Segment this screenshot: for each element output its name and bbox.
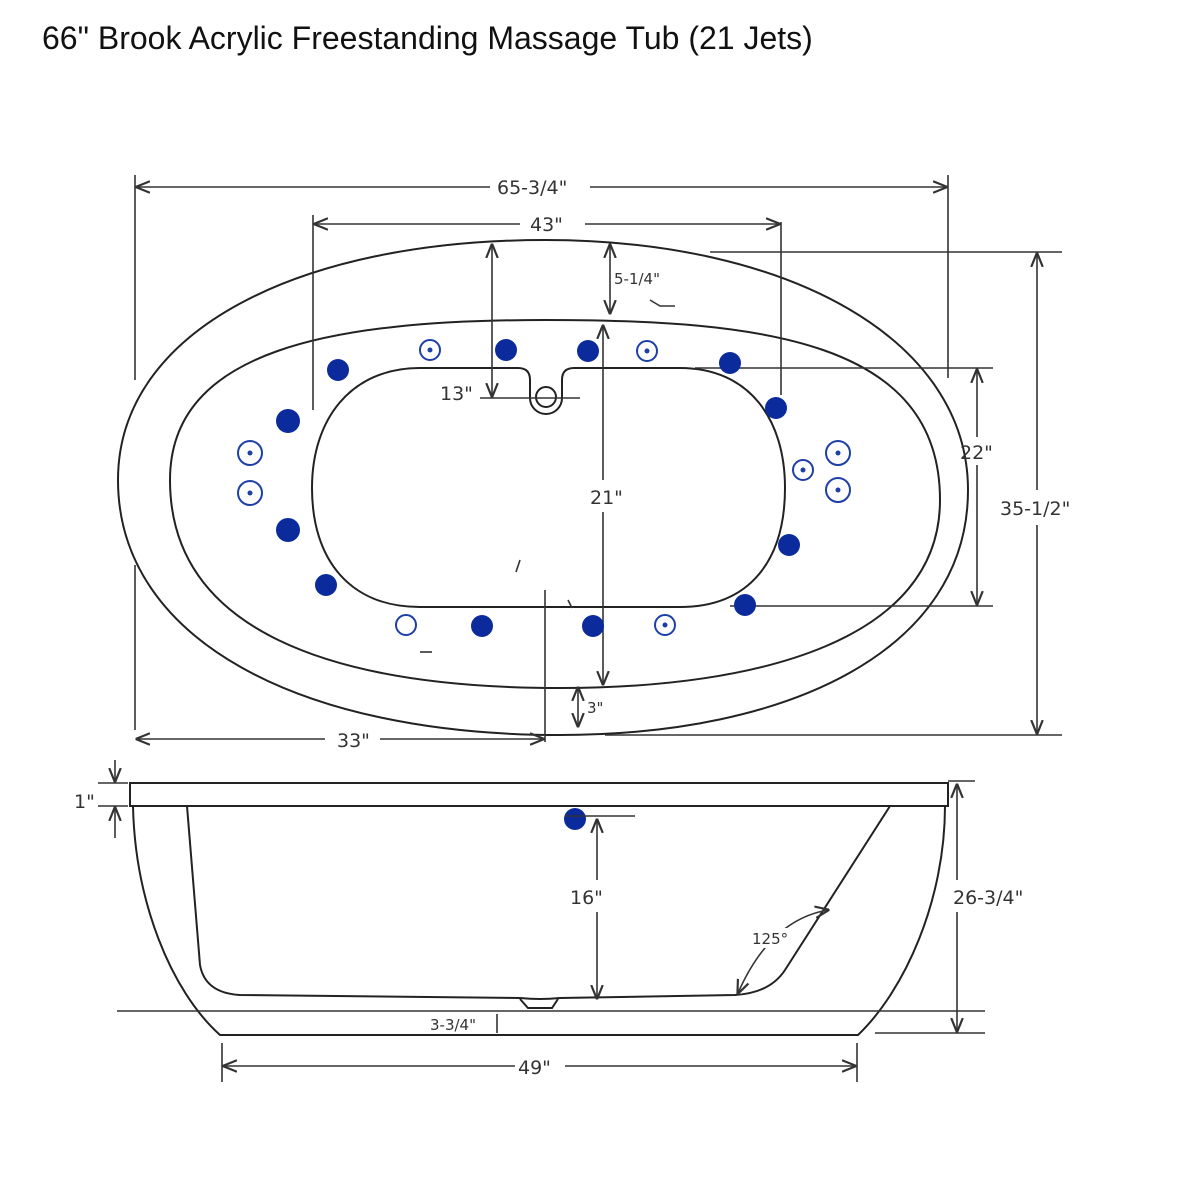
overall-length-label: 65-3/4"	[497, 177, 567, 199]
inner-wall	[186, 805, 891, 1000]
whirlpool-jet	[577, 340, 599, 362]
drain-outlet	[519, 998, 559, 1009]
deck-width-label: 21"	[590, 487, 623, 509]
basin-width-label: 22"	[960, 442, 993, 464]
rim-thickness-label: 1"	[74, 791, 95, 813]
jet-height-label: 16"	[570, 887, 603, 909]
whirlpool-jet	[778, 534, 800, 556]
overall-width-label: 35-1/2"	[1000, 498, 1070, 520]
drain-from-end-label: 33"	[337, 730, 370, 752]
whirlpool-jet	[276, 409, 300, 433]
deck-edge-label: 3"	[587, 699, 603, 717]
whirlpool-jet	[495, 339, 517, 361]
air-jet	[419, 339, 441, 361]
air-jet	[825, 477, 851, 503]
air-jet	[636, 340, 658, 362]
whirlpool-jet	[276, 518, 300, 542]
air-jet	[395, 614, 417, 636]
whirlpool-jet	[315, 574, 337, 596]
deck-line	[168, 318, 942, 690]
backrest-angle-label: 125°	[752, 930, 788, 948]
air-jet	[654, 614, 676, 636]
whirlpool-jet	[327, 359, 349, 381]
outer-wall	[132, 805, 946, 1036]
jets	[237, 339, 851, 637]
whirlpool-jet	[471, 615, 493, 637]
drain	[535, 386, 557, 408]
whirlpool-jet	[734, 594, 756, 616]
base-height-label: 3-3/4"	[430, 1016, 476, 1034]
air-jet	[237, 480, 263, 506]
drain-offset-label: 13"	[440, 383, 473, 405]
side-view: 1" 16" 26-3/4" 125° 3-3/4" 49"	[74, 760, 1023, 1082]
whirlpool-jet	[719, 352, 741, 374]
air-jet	[825, 440, 851, 466]
whirlpool-jet	[765, 397, 787, 419]
air-jet	[237, 440, 263, 466]
basin	[310, 367, 787, 608]
whirlpool-jet	[582, 615, 604, 637]
page-title: 66" Brook Acrylic Freestanding Massage T…	[42, 20, 813, 56]
rim	[129, 782, 949, 807]
top-view: 65-3/4" 43" 5-1/4" 13" 21" 22" 35-1/2" 3…	[116, 175, 1070, 752]
basin-length-label: 43"	[530, 214, 563, 236]
whirlpool-jet	[564, 808, 586, 830]
rim-to-deck-label: 5-1/4"	[614, 270, 660, 288]
dimension-lines	[134, 175, 1062, 742]
air-jet	[792, 459, 814, 481]
outer-shell	[116, 238, 970, 737]
dimension-lines	[98, 760, 985, 1082]
base-length-label: 49"	[518, 1057, 551, 1079]
overall-height-label: 26-3/4"	[953, 887, 1023, 909]
